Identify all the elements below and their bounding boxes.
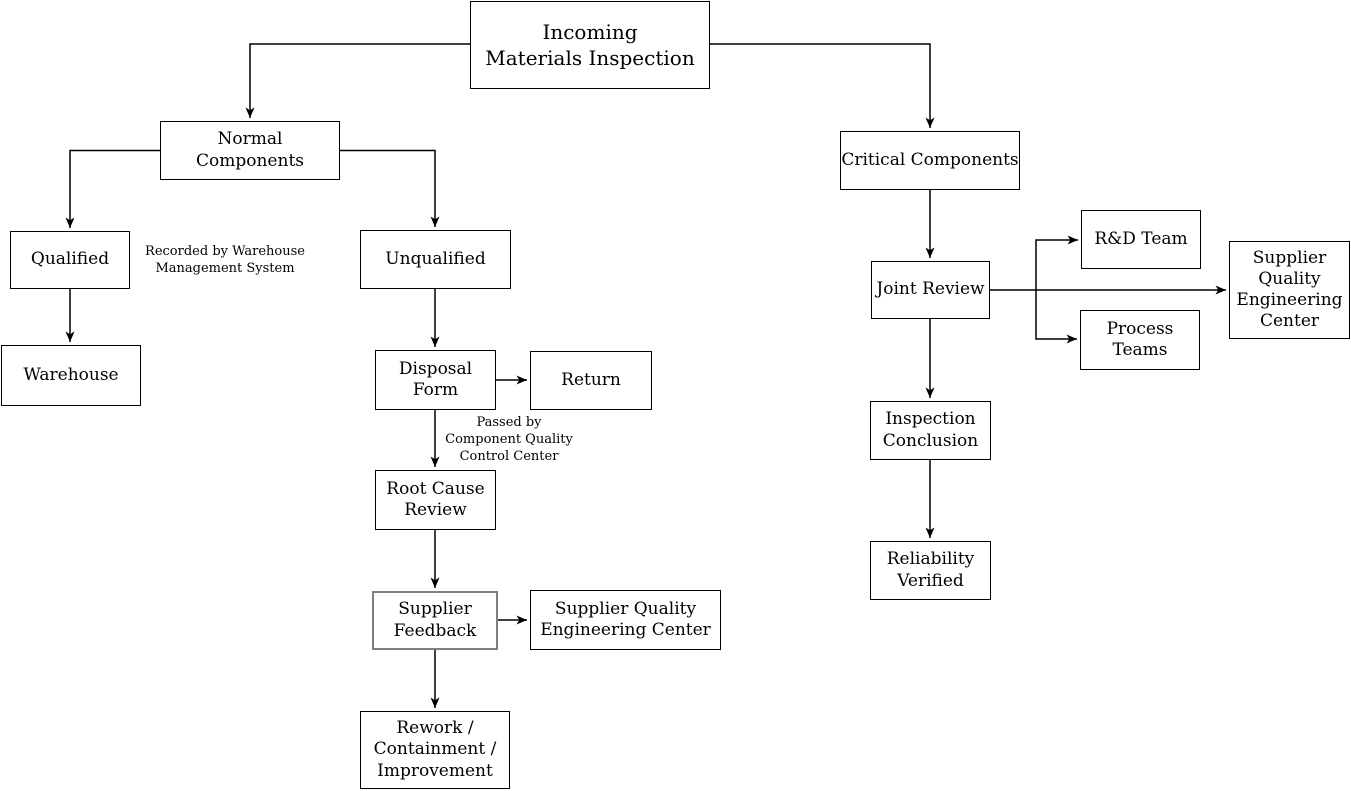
annotation-passed-by-component-quality-control-center: Passed by Component Quality Control Cent…: [445, 415, 573, 464]
node-qualified: Qualified: [10, 231, 130, 289]
node-inspection-conclusion: Inspection Conclusion: [870, 401, 991, 460]
node-joint-review: Joint Review: [871, 261, 990, 319]
node-supplier-feedback: Supplier Feedback: [372, 591, 498, 650]
node-supplier-quality-engineering-center-right: Supplier Quality Engineering Center: [1229, 241, 1350, 339]
edge-joint-to-process-teams: [1035, 290, 1077, 344]
node-rework-containment-improvement: Rework / Containment / Improvement: [360, 711, 510, 789]
node-disposal-form: Disposal Form: [375, 350, 496, 410]
node-critical-components: Critical Components: [840, 131, 1020, 190]
edge-normal-to-qualified: [65, 149, 160, 228]
node-root-cause-review: Root Cause Review: [375, 470, 496, 530]
annotation-recorded-by-warehouse-management-system: Recorded by Warehouse Management System: [145, 244, 305, 276]
node-rd-team: R&D Team: [1081, 210, 1201, 269]
node-process-teams: Process Teams: [1080, 310, 1200, 370]
node-supplier-quality-engineering-center-left: Supplier Quality Engineering Center: [530, 590, 721, 650]
edge-incoming-to-normal: [245, 43, 470, 118]
node-warehouse: Warehouse: [1, 345, 141, 406]
edge-normal-to-unqualified: [340, 149, 440, 227]
node-reliability-verified: Reliability Verified: [870, 541, 991, 600]
node-unqualified: Unqualified: [360, 230, 511, 289]
node-return: Return: [530, 351, 652, 410]
node-incoming-materials-inspection: Incoming Materials Inspection: [470, 1, 710, 89]
node-normal-components: Normal Components: [160, 121, 340, 180]
edge-joint-to-rd-team: [1035, 235, 1078, 290]
edge-incoming-to-critical: [710, 43, 935, 128]
